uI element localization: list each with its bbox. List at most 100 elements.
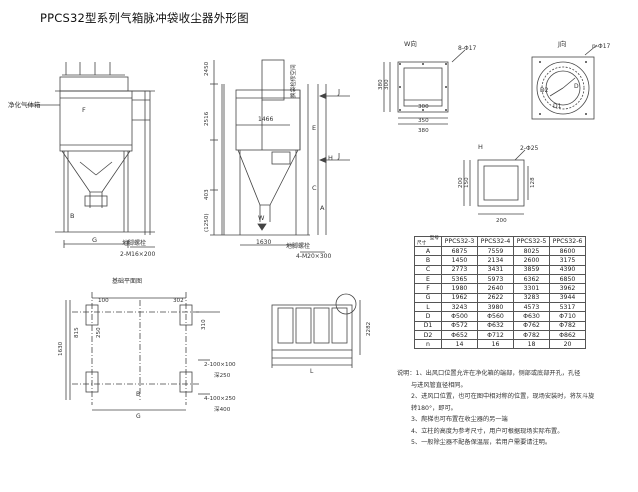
- row-label: n: [414, 339, 442, 350]
- table-cell: 3283: [513, 292, 550, 303]
- corner-bottom: 尺寸: [417, 240, 427, 246]
- table-cell: 18: [513, 339, 550, 350]
- table-cell: Φ862: [549, 329, 586, 341]
- w-dim-300b: 300: [418, 104, 429, 110]
- table-cell: Φ710: [549, 311, 586, 322]
- plan-hole-1: 2-100×100: [204, 362, 236, 368]
- label-cage: 换袋检修空间: [289, 64, 297, 98]
- table-cell: 2622: [477, 292, 514, 303]
- j-view-label: J向: [557, 39, 566, 48]
- label-bolt-front: 2-M16×200: [120, 251, 155, 258]
- plan-dim-250: 250: [96, 327, 102, 338]
- col-header: PPCS32-6: [549, 235, 586, 248]
- table-cell: 6362: [513, 274, 550, 285]
- col-header: PPCS32-5: [513, 235, 550, 248]
- notes: 说明：1、出风口位置允许在净化箱的端部，侧部或底部开孔，孔径 与进风管直径相同。…: [397, 368, 635, 449]
- table-cell: 3431: [477, 264, 514, 276]
- j-view-d: D: [574, 83, 579, 90]
- table-cell: Φ630: [513, 311, 550, 322]
- note-line: 5、一般除尘器不配备保温层，若用户需要请注明。: [411, 439, 552, 446]
- row-label: D: [414, 311, 442, 322]
- plan-depth-1: 深250: [214, 371, 231, 379]
- page-title: PPCS32型系列气箱脉冲袋收尘器外形图: [40, 11, 249, 25]
- note-line: 2、进风口位置，也可在图中相对称的位置，现场安装时，将灰斗旋: [411, 393, 595, 400]
- label-f: F: [82, 106, 86, 114]
- table-cell: Φ782: [549, 320, 586, 331]
- dim-1466: 1466: [258, 116, 273, 123]
- h-dim-150: 150: [464, 177, 470, 188]
- table-cell: Φ632: [477, 320, 514, 331]
- col-header: PPCS32-4: [477, 235, 514, 248]
- note-line: 3、爬梯也可布置在收尘器的另一端: [411, 416, 508, 423]
- plan-view-label: 基础平面图: [112, 277, 142, 285]
- note-line: 转180°，即可。: [411, 404, 457, 412]
- table-cell: Φ762: [513, 320, 550, 331]
- table-cell: 3962: [549, 283, 586, 294]
- row-label: D2: [414, 329, 442, 341]
- plan-depth-2: 深400: [214, 405, 231, 413]
- row-label: L: [414, 301, 442, 313]
- table-cell: 3944: [549, 292, 586, 303]
- row-label: E: [414, 274, 442, 285]
- table-cell: 6850: [549, 274, 586, 285]
- dim-1250: (1250): [204, 213, 210, 232]
- h-dim-200b: 200: [496, 218, 507, 224]
- label-g: G: [92, 236, 97, 244]
- table-cell: 8025: [513, 246, 550, 257]
- table-cell: 3301: [513, 283, 550, 294]
- plan-dim-1630: 1630: [58, 341, 64, 356]
- w-dim-300a: 300: [384, 79, 390, 90]
- table-cell: Φ782: [513, 329, 550, 341]
- table-cell: 2640: [477, 283, 514, 294]
- table-cell: 3980: [477, 301, 514, 313]
- note-line: 说明：1、出风口位置允许在净化箱的端部，侧部或底部开孔，孔径: [397, 370, 581, 377]
- spec-table-header: 型号 尺寸 PPCS32-3 PPCS32-4 PPCS32-5 PPCS32-…: [414, 235, 586, 248]
- table-cell: 4573: [513, 301, 550, 313]
- label-a: A: [320, 204, 325, 212]
- w-view-label: W向: [404, 39, 417, 48]
- note-line: 4、立柱的高度为参考尺寸，用户可根据现场实际布置。: [411, 427, 564, 435]
- label-h: H: [328, 154, 333, 162]
- w-dim-380b: 380: [418, 128, 429, 134]
- col-header: PPCS32-3: [441, 235, 478, 248]
- label-j-top: J: [337, 88, 340, 96]
- label-clean-box: 净化气体箱: [8, 100, 41, 109]
- table-cell: 7559: [477, 246, 514, 257]
- table-cell: 5365: [441, 274, 478, 285]
- w-view-holes: 8-Φ17: [458, 45, 477, 52]
- j-view-d2: D2: [540, 87, 549, 94]
- spec-table-corner: 型号 尺寸: [414, 235, 442, 248]
- row-label: G: [414, 292, 442, 303]
- h-dim-200a: 200: [458, 177, 464, 188]
- w-dim-380a: 380: [378, 79, 384, 90]
- table-cell: 4390: [549, 264, 586, 276]
- plan-dim-100: 100: [98, 298, 109, 304]
- table-cell: 6875: [441, 246, 478, 257]
- table-cell: Φ652: [441, 329, 478, 341]
- j-view-holes: n-Φ17: [592, 43, 611, 50]
- row-label: D1: [414, 320, 442, 331]
- label-bolt-side: 4-M20×300: [296, 253, 331, 260]
- table-cell: 14: [441, 339, 478, 350]
- label-w: W: [258, 214, 265, 222]
- plan-dim-815: 815: [74, 327, 80, 338]
- row-label: F: [414, 283, 442, 294]
- top-view: [271, 293, 361, 368]
- table-cell: 1450: [441, 255, 478, 266]
- h-view-label: H: [478, 143, 483, 151]
- dim-2450: 2450: [204, 61, 210, 76]
- table-cell: 2134: [477, 255, 514, 266]
- table-cell: 8600: [549, 246, 586, 257]
- plan-dim-b: B: [136, 391, 140, 398]
- row-label: C: [414, 264, 442, 276]
- label-e: E: [312, 124, 316, 132]
- table-cell: 1962: [441, 292, 478, 303]
